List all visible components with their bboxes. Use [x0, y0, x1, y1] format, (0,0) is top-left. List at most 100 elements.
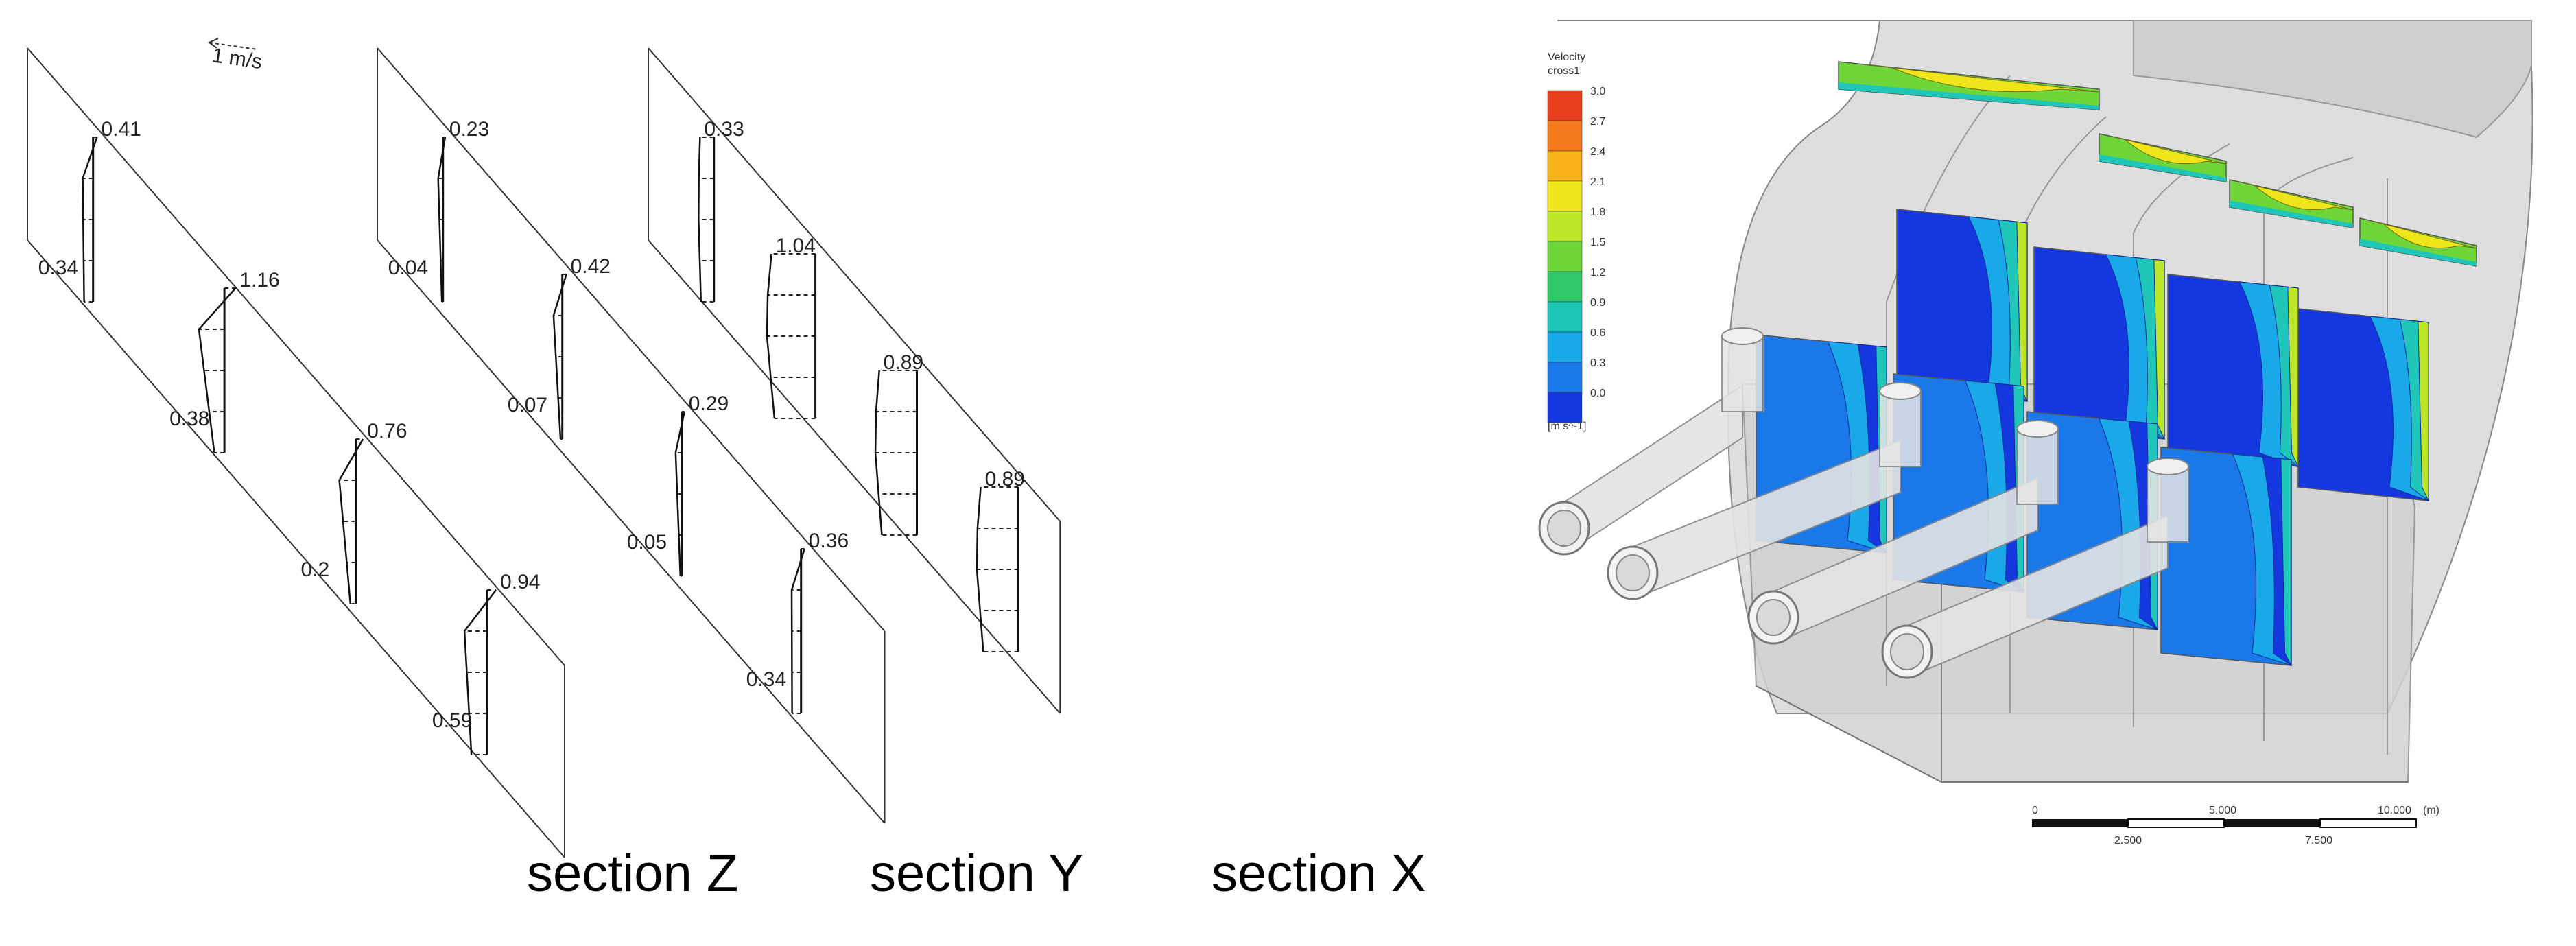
legend-tick-1: 3.0 [1590, 86, 1605, 97]
profile-x-3-curve [874, 370, 883, 536]
profile-z-2-curve [198, 287, 237, 453]
legend-tick-2: 2.7 [1590, 116, 1605, 128]
velocity-profile-diagram: 0.41 0.34 1.16 0.38 0.76 0.2 0.94 0.59 0.23 0.04 0… [27, 38, 1061, 858]
middle-slice-1 [1896, 209, 2028, 403]
legend-swatch-1 [1547, 90, 1583, 121]
profile-y-1-curve [437, 137, 447, 303]
section-z-top-edge [27, 47, 565, 666]
legend-tick-5: 1.8 [1590, 206, 1605, 218]
middle-slice-4 [2297, 308, 2429, 502]
legend-tick-10: 0.3 [1590, 357, 1605, 369]
velocity-scale-arrow: 1 m/s [208, 38, 263, 73]
pipe-1 [1538, 327, 1764, 556]
scale-label-7500: 7.500 [2305, 835, 2332, 847]
length-scale-bar: 0 5.000 10.000 (m) 2.500 7.500 [2032, 805, 2439, 847]
profile-y-3-bottom-value: 0.05 [627, 531, 667, 554]
profile-x-1-curve [698, 137, 702, 303]
profile-z-3-bottom-value: 0.2 [301, 558, 330, 581]
profile-x-1-top-value: 0.33 [704, 118, 744, 141]
section-y-bottom-edge [377, 239, 886, 824]
legend-swatch-5 [1547, 211, 1583, 242]
legend-swatch-7 [1547, 271, 1583, 303]
section-z-bottom-edge [27, 239, 565, 858]
profile-x-4-top-value: 0.89 [985, 468, 1025, 490]
scale-label-2500: 2.500 [2114, 835, 2142, 847]
profile-y-2-bottom-value: 0.07 [508, 394, 547, 416]
cfd-render: Velocity cross1 3.0 2.7 2.4 2.1 1.8 1.5 1.2 0.9… [1538, 20, 2533, 847]
legend-tick-8: 0.9 [1590, 297, 1605, 309]
velocity-profiles [82, 137, 1019, 755]
profile-z-1-top-value: 0.41 [101, 118, 141, 141]
legend-swatch-4 [1547, 180, 1583, 212]
legend-title-line2: cross1 [1548, 65, 1580, 77]
profile-z-1-curve [82, 137, 98, 303]
top-slice-4 [2359, 217, 2477, 267]
section-x-label: section X [1212, 844, 1426, 903]
profile-z-4-curve [463, 589, 497, 755]
pipe-2 [1607, 382, 1922, 600]
profile-x-2-top-value: 1.04 [776, 235, 816, 257]
profile-x-2-curve [766, 253, 776, 419]
legend-tick-4: 2.1 [1590, 176, 1605, 188]
section-y-label: section Y [870, 844, 1084, 903]
legend-swatch-3 [1547, 150, 1583, 182]
inlet-pipes [1538, 327, 2189, 679]
section-frames [27, 47, 1061, 858]
legend-tick-3: 2.4 [1590, 146, 1605, 158]
profile-y-2-top-value: 0.42 [571, 255, 611, 278]
scale-unit: (m) [2423, 805, 2439, 816]
profile-z-2-top-value: 1.16 [239, 269, 279, 292]
profile-z-3-top-value: 0.76 [367, 420, 407, 442]
legend-swatch-11 [1547, 392, 1583, 423]
top-slice-2 [2099, 133, 2227, 182]
middle-slice-2 [2033, 246, 2165, 440]
section-x-top-edge [648, 47, 1061, 522]
velocity-scale-label: 1 m/s [211, 44, 263, 73]
profile-z-1-bottom-value: 0.34 [38, 257, 78, 279]
top-slice-1 [1838, 61, 2100, 110]
profile-y-3-top-value: 0.29 [689, 392, 729, 415]
profile-y-1-top-value: 0.23 [449, 118, 489, 141]
section-z-label: section Z [527, 844, 739, 903]
profile-x-4-curve [976, 486, 984, 652]
scale-label-0: 0 [2032, 805, 2038, 816]
legend-tick-labels: 3.0 2.7 2.4 2.1 1.8 1.5 1.2 0.9 0.6 0.3 0.0 [1590, 86, 1605, 399]
legend-swatch-6 [1547, 241, 1583, 272]
pipe-3 [1747, 420, 2059, 645]
profile-y-4-bottom-value: 0.34 [746, 668, 786, 691]
pipe-4 [1881, 458, 2189, 679]
section-y-top-edge [377, 47, 886, 632]
profile-z-4-top-value: 0.94 [500, 571, 540, 593]
top-contour-slices [1838, 61, 2477, 267]
profile-value-labels: 0.41 0.34 1.16 0.38 0.76 0.2 0.94 0.59 0.23 0.04 0… [38, 118, 1025, 732]
legend-tick-9: 0.6 [1590, 327, 1605, 339]
legend-swatch-9 [1547, 331, 1583, 363]
legend-tick-7: 1.2 [1590, 267, 1605, 279]
legend-title-line1: Velocity [1548, 51, 1585, 63]
legend-colorbar [1547, 90, 1583, 423]
middle-slice-3 [2167, 274, 2299, 468]
legend-swatch-10 [1547, 362, 1583, 393]
profile-y-4-top-value: 0.36 [809, 530, 849, 552]
section-x-bottom-edge [648, 239, 1061, 714]
profile-z-3-curve [338, 438, 364, 604]
profile-y-4-curve [790, 548, 805, 714]
legend-swatch-8 [1547, 301, 1583, 333]
legend-tick-6: 1.5 [1590, 237, 1605, 248]
profile-y-1-bottom-value: 0.04 [388, 257, 428, 279]
profile-y-2-curve [552, 274, 567, 440]
bottom-slice-4 [2160, 447, 2292, 666]
legend-unit: [m s^-1] [1548, 421, 1586, 432]
profile-y-3-curve [674, 411, 685, 577]
profile-x-3-top-value: 0.89 [884, 351, 923, 374]
legend-swatch-2 [1547, 120, 1583, 152]
top-slice-3 [2229, 179, 2354, 228]
profile-z-2-bottom-value: 0.38 [169, 407, 209, 430]
middle-contour-slices [1896, 209, 2429, 502]
profile-z-4-bottom-value: 0.59 [432, 709, 472, 732]
legend-tick-11: 0.0 [1590, 388, 1605, 399]
velocity-legend: Velocity cross1 3.0 2.7 2.4 2.1 1.8 1.5 1.2 0.9… [1547, 51, 1605, 432]
scale-label-5000: 5.000 [2209, 805, 2236, 816]
scale-label-10000: 10.000 [2378, 805, 2411, 816]
